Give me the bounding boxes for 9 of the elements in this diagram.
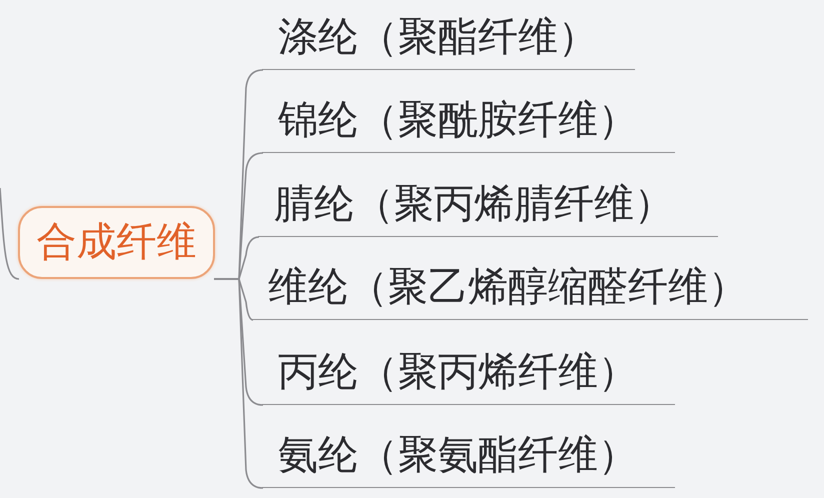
subtopic: 涤纶（聚酯纤维） [262, 8, 635, 70]
topic-box: 合成纤维 [18, 206, 215, 279]
subtopic: 锦纶（聚酰胺纤维） [262, 91, 675, 153]
subtopic: 维纶（聚乙烯醇缩醛纤维） [252, 258, 808, 320]
subtopic: 丙纶（聚丙烯纤维） [262, 343, 675, 405]
branch-line [0, 188, 20, 280]
subtopic: 氨纶（聚氨酯纤维） [262, 426, 675, 488]
subtopic: 腈纶（聚丙烯腈纤维） [258, 175, 718, 237]
branch-line [214, 278, 264, 489]
